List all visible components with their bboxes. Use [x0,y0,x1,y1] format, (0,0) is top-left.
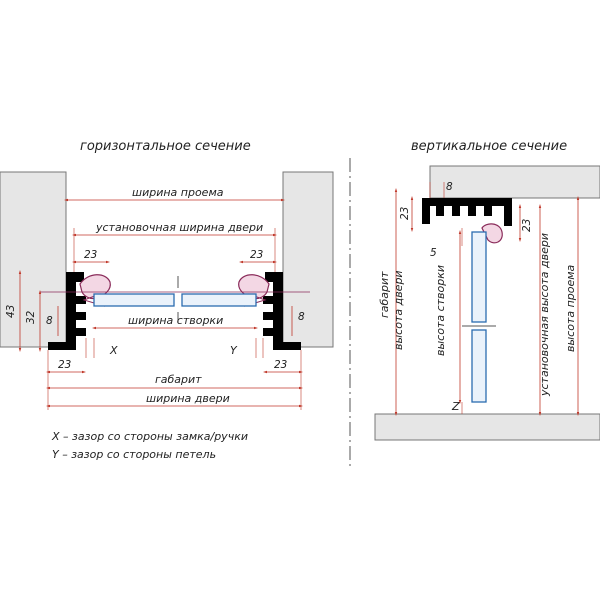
gap-x-label: X [109,344,118,357]
dim-5: 5 [430,247,437,259]
top-seal [481,223,503,244]
dim-right-bottom: 23 [274,359,287,371]
right-frame-profile [263,272,301,350]
horizontal-section: ширина проема установочная ширина двери … [0,171,334,410]
right-seal [238,274,270,300]
dim-left-23: 23 [399,207,411,220]
install-width-label: установочная ширина двери [95,221,263,234]
overall-width-label: габарит [155,373,202,386]
dim-left-bottom: 23 [58,359,71,371]
left-seal [79,274,111,300]
horizontal-section-title: горизонтальное сечение [80,139,251,154]
right-wall [282,171,334,348]
glass-sash [93,276,257,322]
gap-z-label: Z [451,400,460,413]
dim-right-top: 23 [250,249,263,261]
floor [374,413,600,441]
vertical-section-title: вертикальное сечение [411,139,567,154]
sash-width-label: ширина створки [128,314,223,327]
top-frame-profile [422,198,512,226]
install-height-label: установочная высота двери [538,233,551,397]
dim-top-8: 8 [446,181,453,193]
dim-32: 32 [25,310,37,324]
dim-left-8: 8 [46,315,53,327]
left-wall [0,171,67,348]
vertical-section: 8 23 23 5 габарит высота двери высота ст… [374,165,600,441]
gap-y-label: Y [230,344,238,357]
dim-right-8: 8 [298,311,305,323]
sash-height-label: высота створки [434,265,447,356]
door-height-label: высота двери [392,270,405,350]
left-frame-profile [48,272,86,350]
dim-right-23: 23 [521,219,533,232]
overall-height-label: габарит [378,271,391,318]
dim-left-top: 23 [84,249,97,261]
opening-height-label: высота проема [564,264,577,352]
ceiling [429,165,600,199]
legend-y: Y – зазор со стороны петель [52,448,216,461]
door-width-label: ширина двери [146,392,230,405]
opening-width-label: ширина проема [132,186,224,199]
legend-x: X – зазор со стороны замка/ручки [51,430,248,443]
sash-vertical [462,231,496,403]
dim-43: 43 [5,305,17,318]
